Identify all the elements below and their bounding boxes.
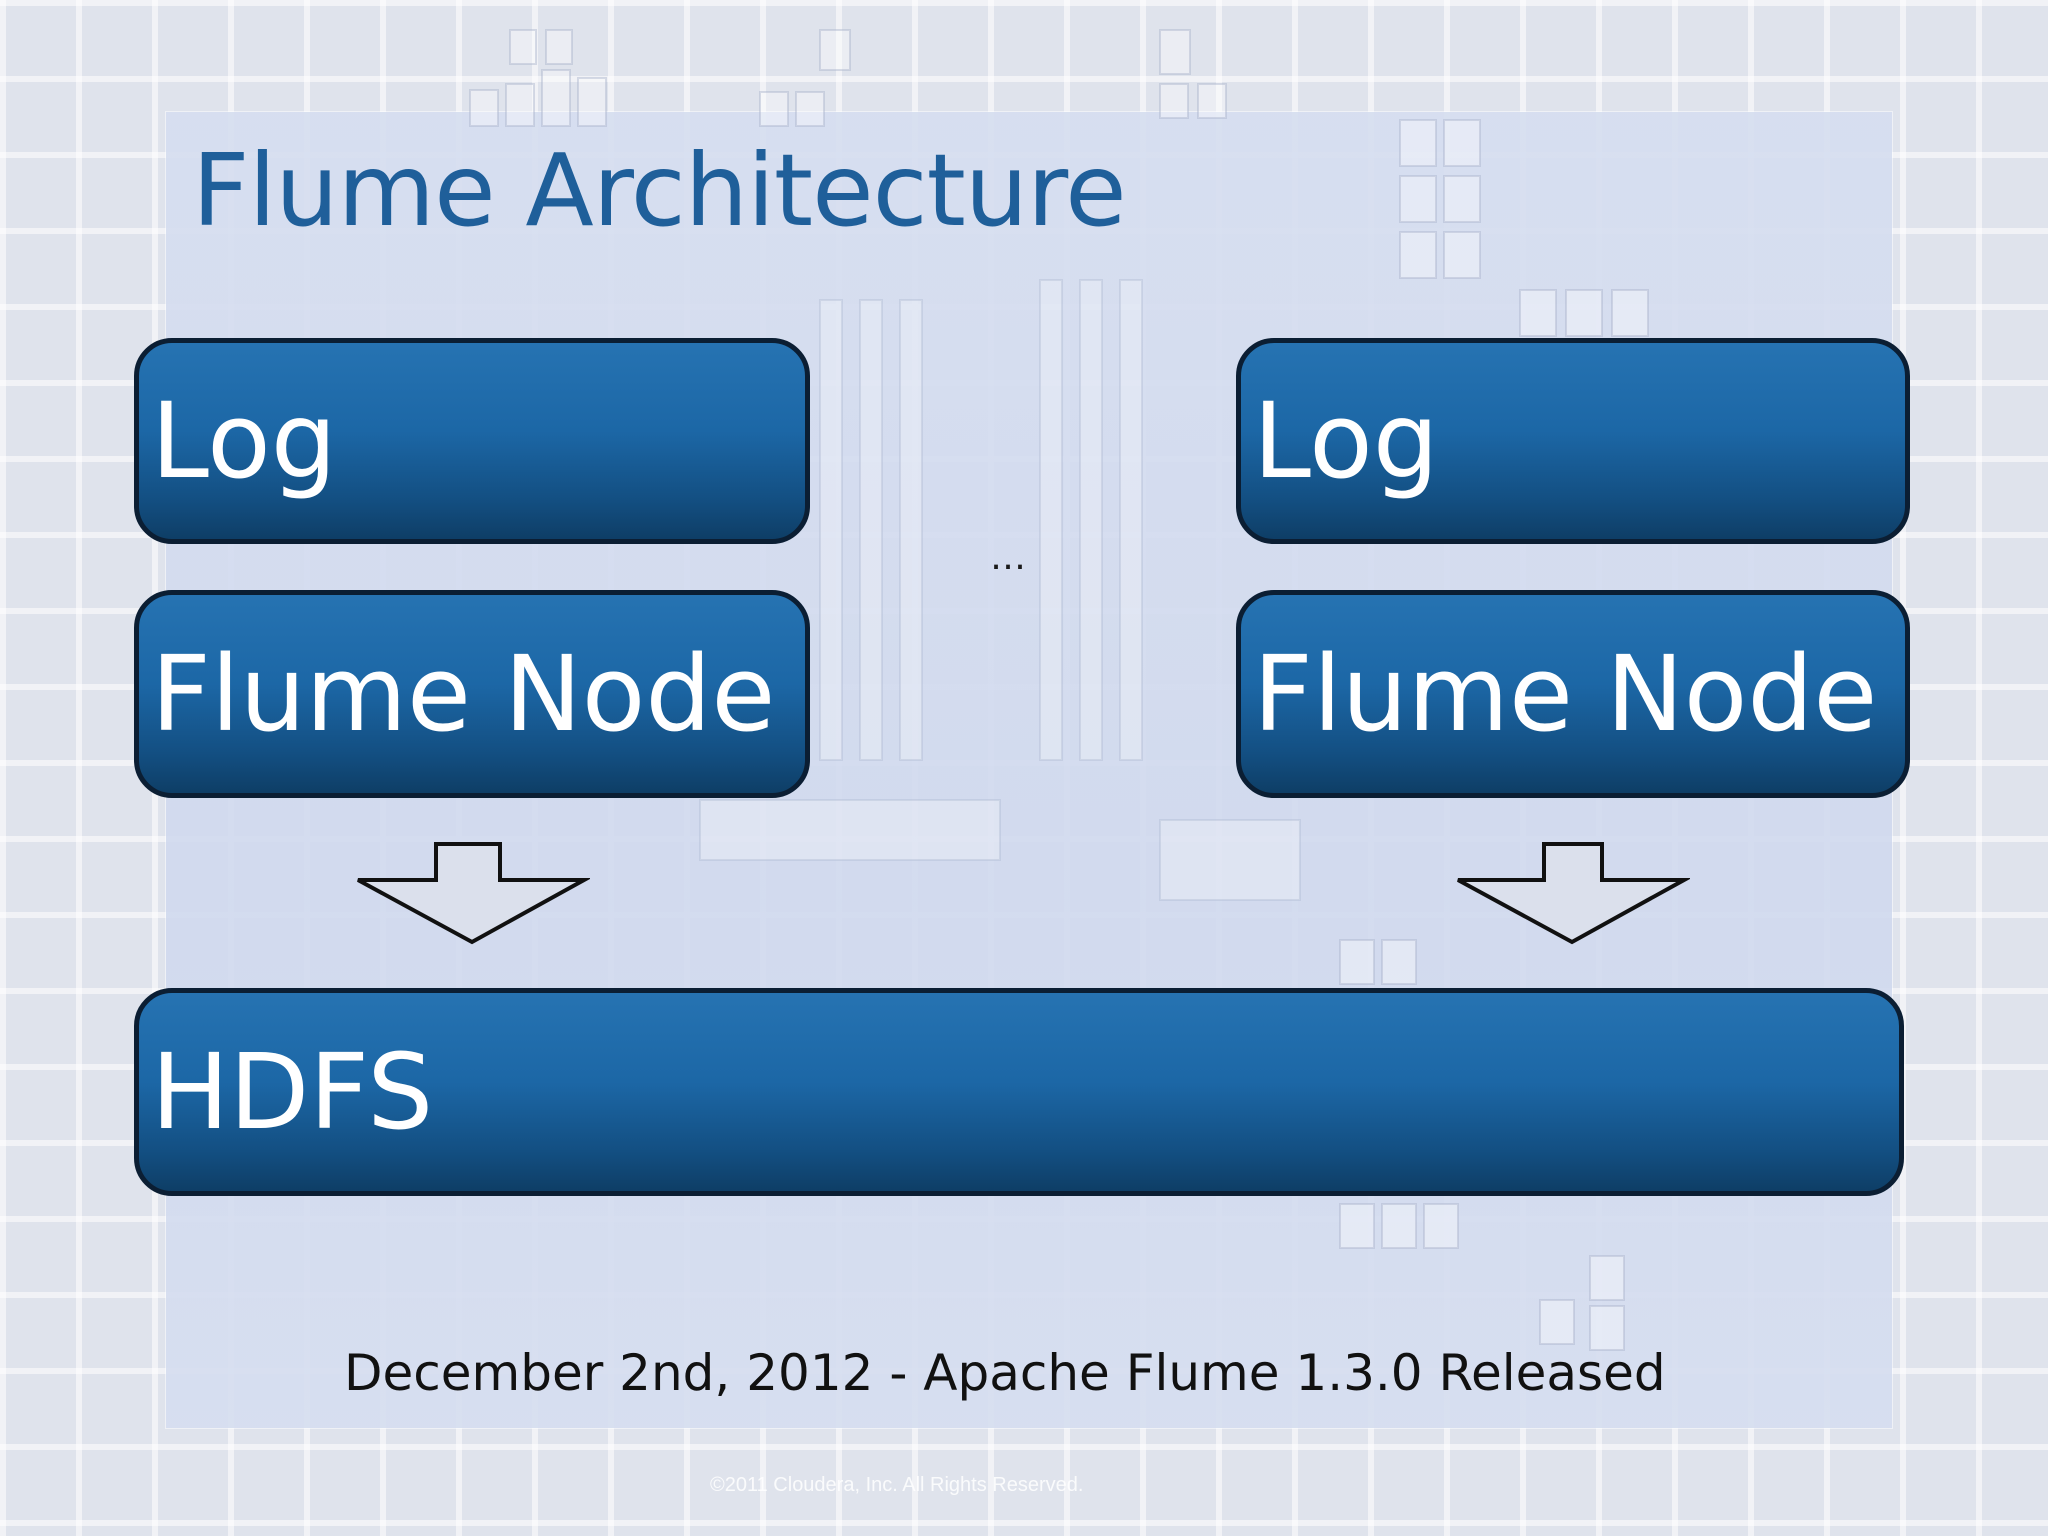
down-arrow-icon (1457, 842, 1690, 945)
ellipsis-separator: … (990, 537, 1026, 578)
copyright-notice: ©2011 Cloudera, Inc. All Rights Reserved… (710, 1474, 1084, 1496)
flume-node-box-left: Flume Node (134, 590, 810, 798)
log-box-right: Log (1236, 338, 1910, 544)
slide-title: Flume Architecture (192, 132, 1127, 249)
hdfs-box: HDFS (134, 988, 1904, 1196)
down-arrow-icon (357, 842, 590, 945)
log-box-left: Log (134, 338, 810, 544)
release-note: December 2nd, 2012 - Apache Flume 1.3.0 … (344, 1344, 1666, 1402)
flume-node-box-right: Flume Node (1236, 590, 1910, 798)
